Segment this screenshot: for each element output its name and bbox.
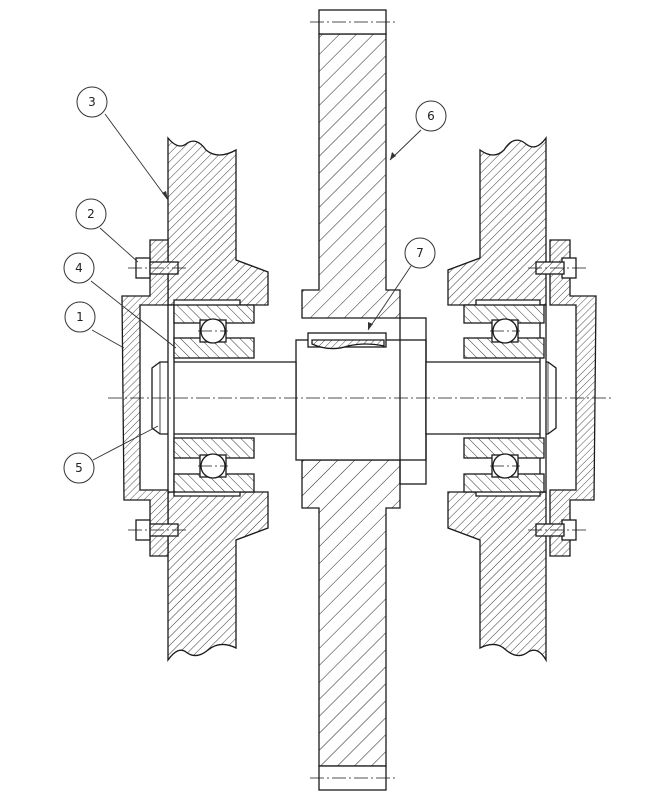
left-bolt-lower [128, 519, 186, 541]
leader-3 [104, 113, 169, 201]
left-bearing-upper [173, 304, 255, 359]
leader-lines [90, 113, 422, 461]
callout-1-label: 1 [76, 310, 84, 324]
right-bolt-upper [528, 257, 586, 279]
callout-2: 2 [75, 198, 107, 230]
leader-5 [92, 425, 159, 461]
callout-5: 5 [63, 452, 95, 484]
leader-7 [367, 265, 412, 331]
right-housing [447, 135, 547, 663]
callout-4: 4 [63, 252, 95, 284]
callout-3: 3 [76, 86, 108, 118]
leader-6 [389, 129, 422, 161]
key [307, 332, 387, 350]
callout-2-label: 2 [87, 207, 95, 221]
callout-4-label: 4 [75, 261, 83, 275]
left-housing [167, 136, 269, 663]
callout-5-label: 5 [75, 461, 83, 475]
gear [301, 9, 401, 791]
leader-1 [91, 329, 125, 349]
right-bearing-lower [463, 437, 545, 493]
right-bearing-upper [463, 304, 545, 359]
right-bolt-lower [528, 519, 586, 541]
leader-4 [90, 280, 177, 349]
callout-7: 7 [404, 237, 436, 269]
callout-6-label: 6 [427, 109, 435, 123]
leader-2 [99, 227, 139, 263]
left-bearing-lower [173, 437, 255, 493]
callout-6: 6 [415, 100, 447, 132]
right-end-cover [549, 239, 597, 557]
left-end-cover [121, 239, 169, 557]
callout-7-label: 7 [416, 246, 424, 260]
left-bolt-upper [128, 257, 186, 279]
callout-1: 1 [64, 301, 96, 333]
callout-3-label: 3 [88, 95, 96, 109]
